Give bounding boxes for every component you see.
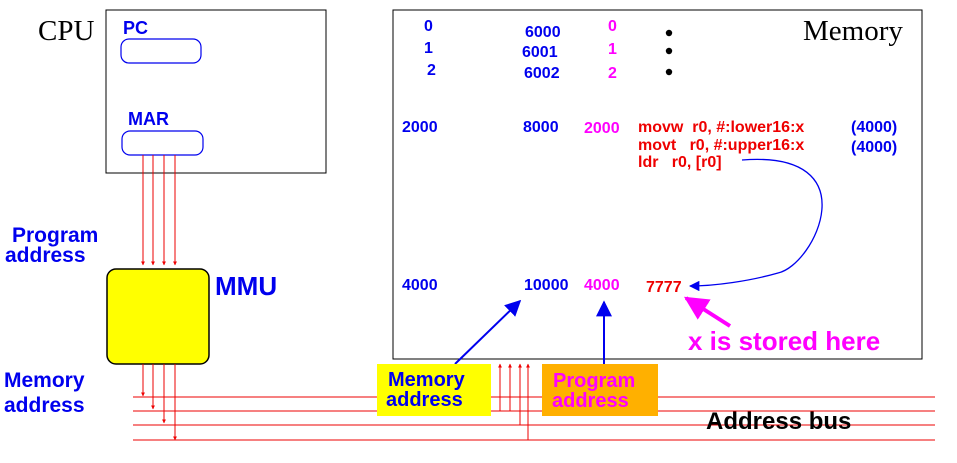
program-address-box-line2: address: [552, 390, 629, 412]
stored-here-note: x is stored here: [688, 326, 880, 356]
instruction-movw: movw r0, #:lower16:x: [638, 119, 804, 136]
mar-to-mmu-lines: [141, 155, 177, 266]
physical-addr-6001: 6001: [522, 44, 558, 61]
program-address-label-line1: Program: [12, 224, 98, 247]
program-addr-4000: 4000: [402, 277, 438, 294]
offset-1: 1: [608, 41, 617, 58]
program-addr-0: 0: [424, 18, 433, 35]
program-addr-2000: 2000: [402, 119, 438, 136]
cpu-title: CPU: [38, 15, 94, 47]
instruction-movt-comment: (4000): [851, 139, 897, 156]
memory-address-box-line2: address: [386, 389, 463, 411]
offset-2000: 2000: [584, 120, 620, 137]
physical-addr-8000: 8000: [523, 119, 559, 136]
program-address-box-line1: Program: [553, 370, 635, 392]
memory-address-label-line2: address: [4, 394, 85, 417]
program-address-label-line2: address: [5, 244, 86, 267]
mar-label: MAR: [128, 109, 169, 129]
offset-2: 2: [608, 65, 617, 82]
bus-to-memory-lines: [498, 363, 530, 440]
program-address-highlight: Program address: [542, 364, 658, 416]
address-bus-label: Address bus: [706, 408, 851, 435]
program-addr-2: 2: [427, 62, 436, 79]
physical-addr-6000: 6000: [525, 24, 561, 41]
program-addr-1: 1: [424, 40, 433, 57]
mmu-block: MMU: [106, 268, 277, 365]
ellipsis-dot-2: [665, 47, 673, 55]
offset-0: 0: [608, 18, 617, 35]
physical-addr-10000: 10000: [524, 277, 569, 294]
pc-register: [120, 38, 202, 64]
mmu-to-bus-lines: [141, 364, 177, 441]
cpu-block: CPU PC MAR: [38, 9, 327, 174]
mar-register: [121, 130, 204, 156]
memory-address-box-line1: Memory: [388, 369, 466, 391]
offset-4000: 4000: [584, 277, 620, 294]
memory-address-highlight: Memory address: [377, 364, 491, 416]
memory-address-arrow: [454, 299, 522, 365]
instruction-ldr: ldr r0, [r0]: [638, 154, 722, 171]
stored-here-arrow: [683, 296, 732, 328]
ellipsis-dot-3: [665, 68, 673, 76]
memory-address-label-line1: Memory: [4, 369, 85, 392]
instruction-movt: movt r0, #:upper16:x: [638, 137, 804, 154]
ellipsis-dot-1: [665, 29, 673, 37]
mmu-label: MMU: [215, 271, 277, 301]
physical-addr-6002: 6002: [524, 65, 560, 82]
memory-title: Memory: [803, 15, 903, 47]
memory-block: Memory 0 6000 0 1 6001 1 2 6002 2 2000 8…: [392, 9, 923, 360]
pc-label: PC: [123, 18, 148, 38]
instruction-movw-comment: (4000): [851, 119, 897, 136]
address-bus-lines: [133, 396, 935, 441]
value-7777: 7777: [646, 279, 682, 296]
pointer-arrow: [688, 158, 823, 292]
